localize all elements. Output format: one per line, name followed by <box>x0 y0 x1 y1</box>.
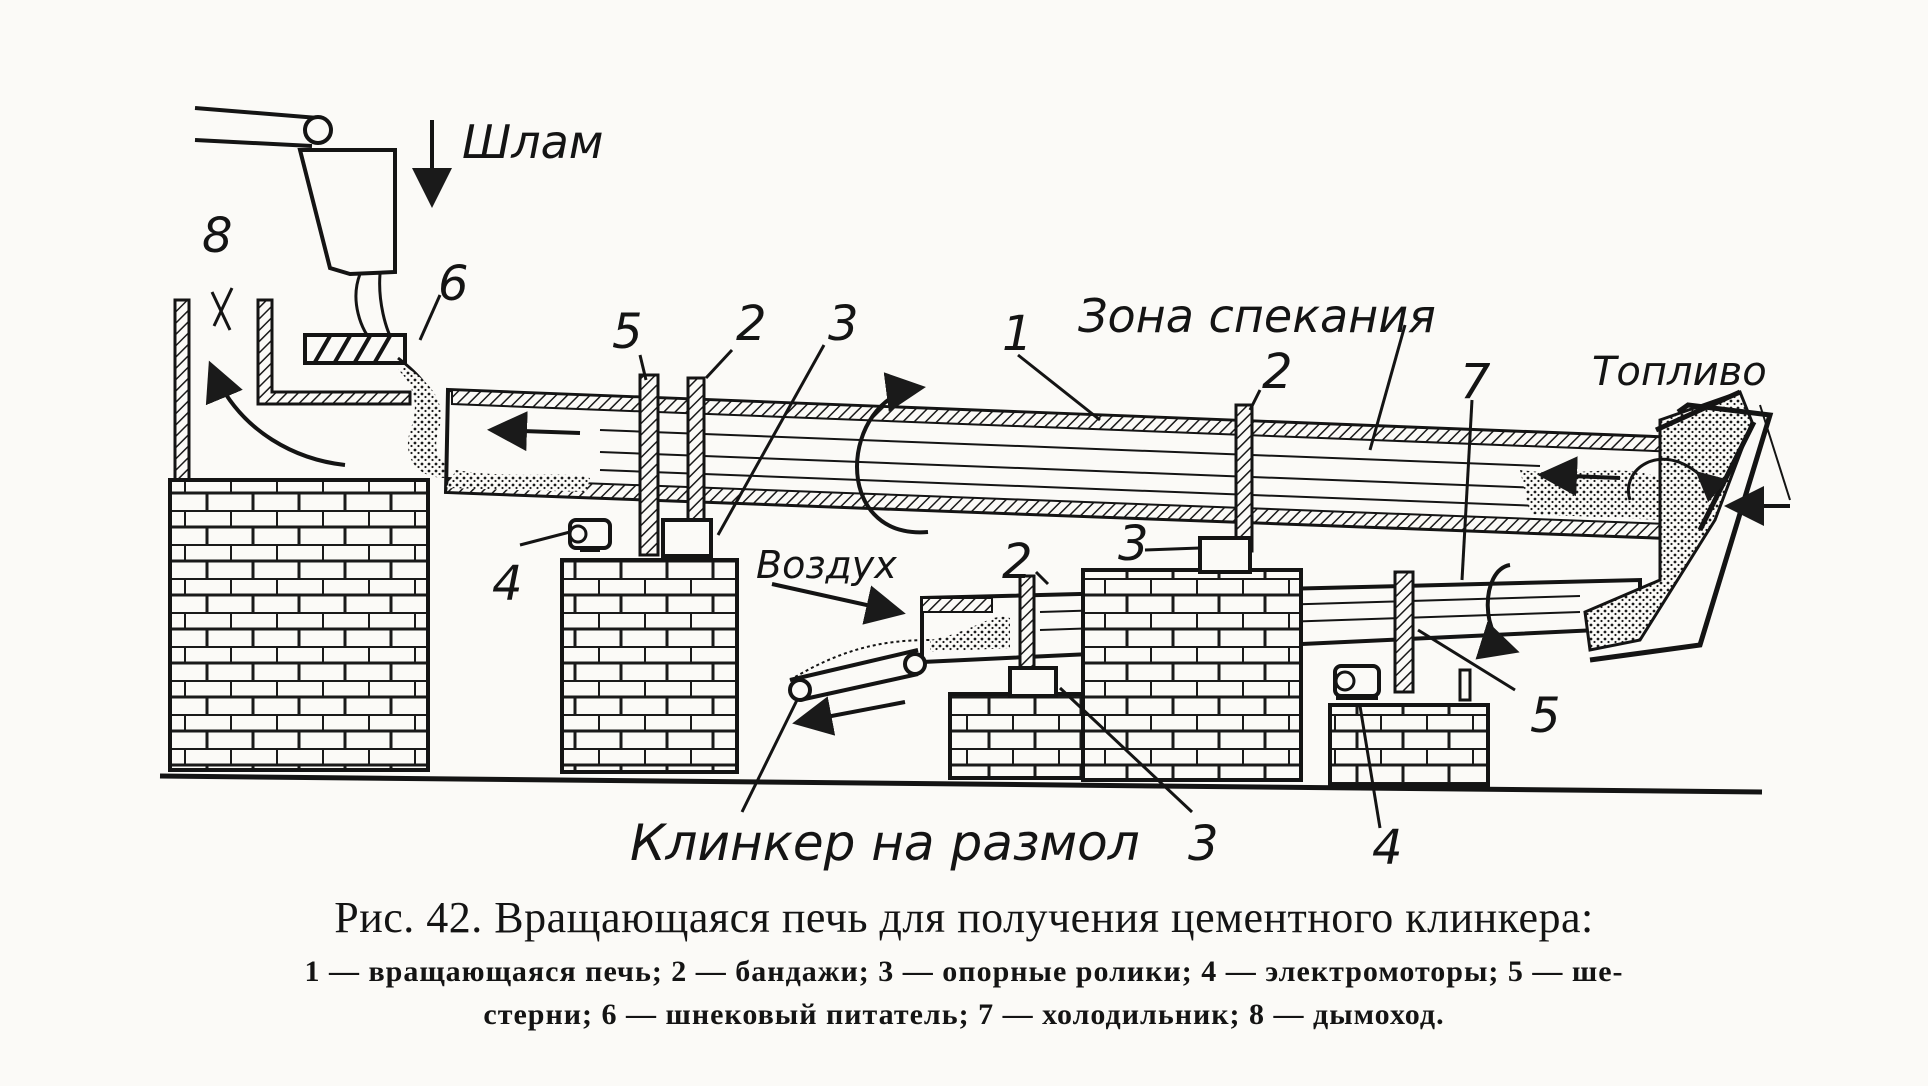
label-fuel: Топливо <box>1592 349 1767 395</box>
slurry-conveyor <box>194 106 333 148</box>
brick-masonry-left <box>168 478 430 772</box>
support-roller-center <box>1198 536 1252 574</box>
burner-hood <box>1583 389 1791 663</box>
tire-right <box>1234 403 1254 553</box>
electric-motor-right <box>1333 664 1472 702</box>
gear-left <box>638 373 660 557</box>
number-5-right: 5 <box>1530 688 1561 744</box>
air-arrow <box>771 582 906 625</box>
caption-legend-line-1: 1 — вращающаяся печь; 2 — бандажи; 3 — о… <box>304 955 1624 988</box>
flow-arrow-kiln-right <box>1537 456 1621 497</box>
number-5-left: 5 <box>612 304 643 360</box>
number-2-cooler: 2 <box>1002 534 1033 590</box>
number-4-bottom: 4 <box>1372 820 1403 876</box>
ground-line <box>159 773 1763 795</box>
number-2-right: 2 <box>1262 344 1293 400</box>
number-6: 6 <box>438 256 469 312</box>
label-clinker: Клинкер на размол <box>630 814 1140 872</box>
number-2-left: 2 <box>736 296 767 352</box>
tire-left <box>686 376 706 540</box>
clinker-arrow <box>792 696 906 736</box>
number-3-bottom: 3 <box>1188 816 1219 872</box>
pedestal-cooler-right <box>1328 703 1490 787</box>
clinker-conveyor <box>788 639 931 736</box>
label-slurry: Шлам <box>462 115 603 169</box>
electric-motor-left <box>568 518 612 552</box>
support-roller-left <box>661 518 713 558</box>
label-sintering-zone: Зона спекания <box>1078 289 1436 343</box>
caption-title: Рис. 42. Вращающаяся печь для получения … <box>334 893 1594 942</box>
number-1: 1 <box>1002 306 1033 362</box>
support-roller-cooler <box>1008 666 1058 698</box>
rotation-arrow <box>855 372 929 535</box>
caption-legend-line-2: стерни; 6 — шнековый питатель; 7 — холод… <box>483 998 1445 1031</box>
pedestal-left <box>560 558 739 774</box>
leader-lines <box>212 287 1516 829</box>
rotary-kiln <box>443 372 1683 541</box>
screw-feeder <box>303 333 470 479</box>
label-air: Воздух <box>756 543 897 587</box>
pedestal-cooler-left <box>948 692 1085 780</box>
number-4-left: 4 <box>492 556 523 612</box>
number-8: 8 <box>202 208 233 264</box>
pedestal-center <box>1081 568 1303 782</box>
chimney <box>173 291 412 522</box>
number-7: 7 <box>1460 354 1491 410</box>
flow-arrow-kiln-left <box>487 411 581 452</box>
number-3-top: 3 <box>828 296 859 352</box>
slurry-hopper <box>297 148 397 277</box>
number-3-center: 3 <box>1118 516 1149 572</box>
